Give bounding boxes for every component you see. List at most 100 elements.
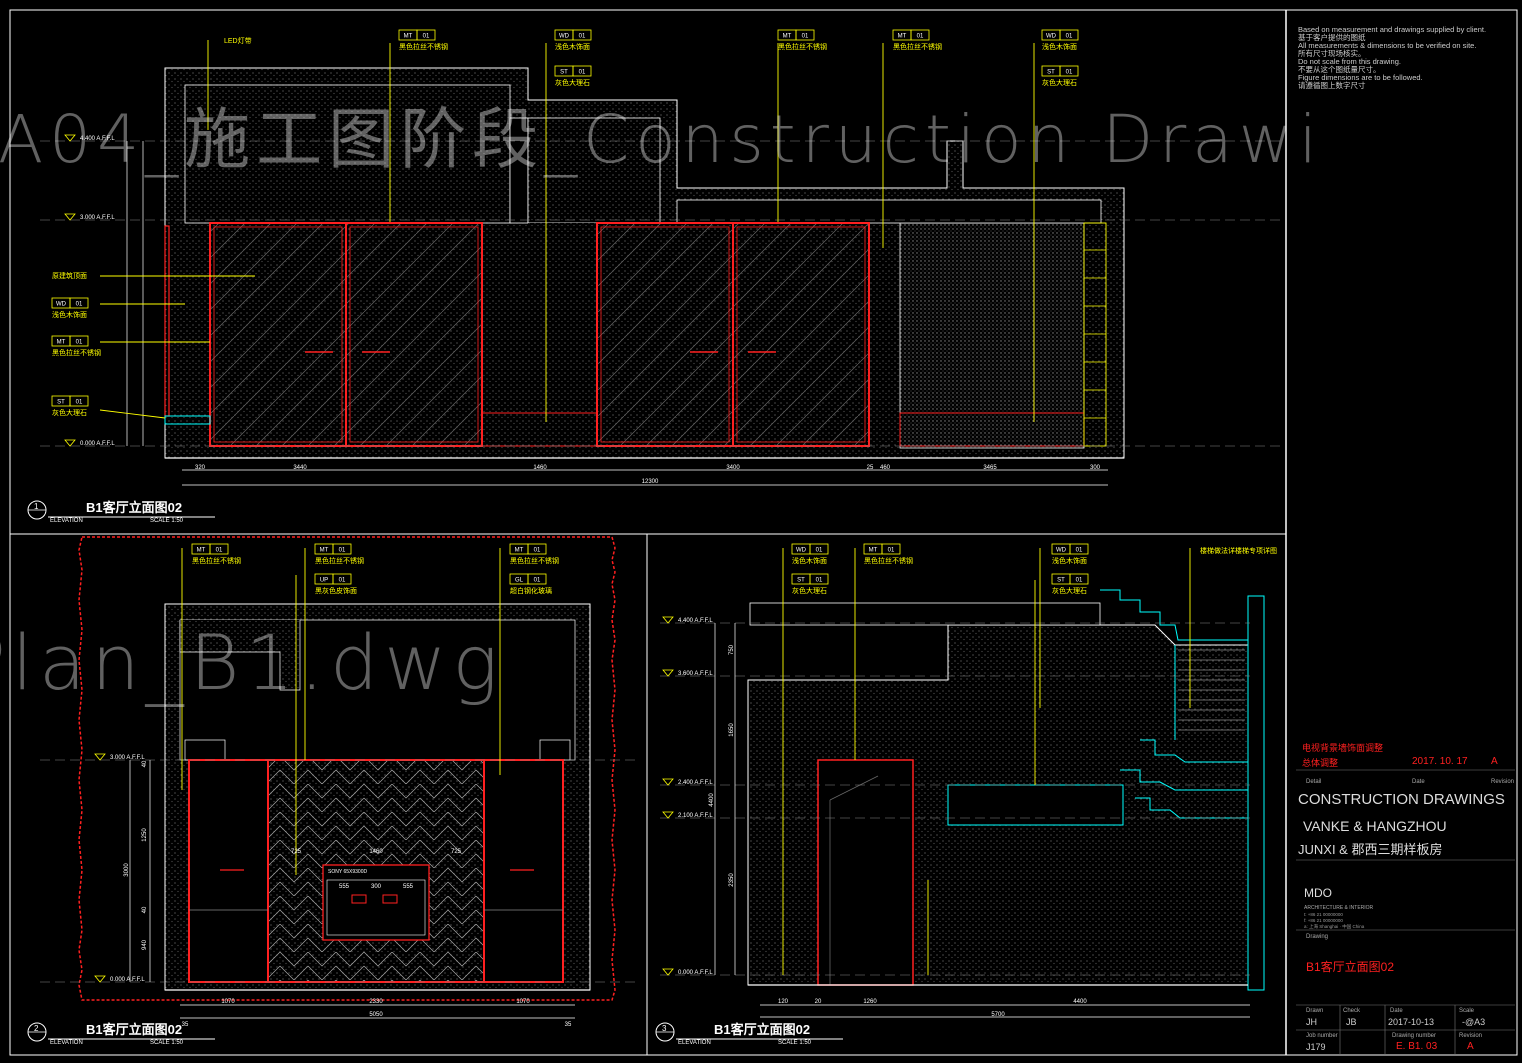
dwgno-value: E. B1. 03: [1396, 1041, 1438, 1052]
note-line: 所有尺寸现场核实。: [1298, 49, 1366, 58]
material-tag-box: [809, 573, 829, 585]
project-line-2: JUNXI & 郡西三期样板房: [1298, 842, 1443, 857]
dimension-text: 25: [867, 465, 874, 471]
dimension-text: 1460: [369, 849, 383, 855]
dimension-text: 2330: [369, 999, 383, 1005]
view-sub-2: ELEVATION: [50, 1040, 83, 1046]
material-label: 灰色大理石: [1052, 586, 1087, 595]
firm-name: MDO: [1304, 886, 1332, 900]
level-marker: [662, 669, 674, 677]
project-line-1: VANKE & HANGZHOU: [1303, 818, 1447, 834]
material-number: 01: [339, 548, 346, 554]
material-tag-box: [795, 29, 815, 41]
material-code: ST: [560, 70, 568, 76]
dimension-text: 4400: [1073, 999, 1087, 1005]
view-num-2: 2: [34, 1024, 39, 1033]
view-title-3: B1客厅立面图02: [714, 1022, 811, 1037]
dimension-text: 3400: [726, 465, 740, 471]
material-code: WD: [1056, 548, 1067, 554]
material-label: 浅色木饰面: [52, 310, 87, 319]
view-sub-1: ELEVATION: [50, 518, 83, 524]
note-line: 不要从这个图纸量尺寸。: [1298, 65, 1381, 74]
material-number: 01: [534, 578, 541, 584]
stair-note: 楼梯做法详楼梯专项详图: [1200, 546, 1277, 555]
material-tag-box: [69, 297, 89, 309]
material-code: MT: [320, 548, 329, 554]
material-label: 黑色拉丝不锈钢: [315, 556, 364, 565]
material-code: WD: [56, 302, 67, 308]
level-label: 0.000 A.F.F.L: [80, 441, 115, 447]
rev-value: A: [1467, 1041, 1474, 1052]
material-tag-box: [69, 395, 89, 407]
material-number: 01: [76, 400, 83, 406]
material-label: 浅色木饰面: [792, 556, 827, 565]
material-code: ST: [57, 400, 65, 406]
material-tag-box: [881, 543, 901, 555]
revision-line-2: 总体调整: [1302, 758, 1339, 768]
note-line: All measurements & dimensions to be veri…: [1298, 41, 1477, 50]
dimension-total: 12300: [642, 479, 659, 485]
level-marker: [64, 439, 76, 447]
view-scale-3: SCALE 1:50: [778, 1040, 812, 1046]
material-code: MT: [783, 34, 792, 40]
material-number: 01: [1076, 548, 1083, 554]
dimension-text: 750: [729, 644, 735, 655]
note-line: 请遵循图上数字尺寸: [1298, 81, 1366, 90]
material-number: 01: [917, 34, 924, 40]
job-value: J179: [1306, 1042, 1326, 1052]
rev-label: Revision: [1459, 1033, 1483, 1039]
material-code: WD: [796, 548, 807, 554]
dimension-text: 1260: [863, 999, 877, 1005]
material-label: 灰色大理石: [1042, 78, 1077, 87]
material-label: 浅色木饰面: [555, 42, 590, 51]
note-line: Based on measurement and drawings suppli…: [1298, 25, 1487, 34]
view-title-1: B1客厅立面图02: [86, 500, 183, 515]
level-marker: [64, 134, 76, 142]
material-number: 01: [579, 70, 586, 76]
dimension-text: 1070: [516, 999, 530, 1005]
scale-label: Scale: [1459, 1008, 1475, 1014]
material-label: 黑色拉丝不锈钢: [510, 556, 559, 565]
material-code: MT: [197, 548, 206, 554]
revision-line-1: 电视背景墙饰面调整: [1302, 743, 1384, 753]
dimension-text: 2350: [729, 873, 735, 887]
material-tag-box: [416, 29, 436, 41]
job-label: Job number: [1306, 1033, 1338, 1039]
material-number: 01: [216, 548, 223, 554]
material-tag-box: [1069, 573, 1089, 585]
drawing-name: B1客厅立面图02: [1306, 960, 1395, 974]
firm-line: f: +86 21 00000000: [1304, 918, 1343, 923]
dimension-text: 40: [142, 760, 148, 767]
view-scale-1: SCALE 1:50: [150, 518, 184, 524]
material-code: MT: [515, 548, 524, 554]
firm-line: t: +86 21 00000000: [1304, 912, 1343, 917]
revision-letter: A: [1491, 756, 1498, 767]
material-label: 黑色拉丝不锈钢: [192, 556, 241, 565]
col-revision: Revision: [1491, 779, 1515, 785]
dimension-text: 4400: [709, 793, 715, 807]
dimension-text: 725: [451, 849, 462, 855]
material-number: 01: [1066, 34, 1073, 40]
dimension-text: 3440: [293, 465, 307, 471]
dimension-text: 725: [291, 849, 302, 855]
material-number: 01: [816, 578, 823, 584]
date-value: 2017-10-13: [1388, 1017, 1435, 1027]
material-number: 01: [1076, 578, 1083, 584]
level-label: 3.600 A.F.F.L: [678, 671, 713, 677]
dimension-text: 35: [565, 1022, 572, 1028]
dimension-text: 1250: [142, 828, 148, 842]
dimension-text: 35: [182, 1022, 189, 1028]
material-label: 灰色大理石: [52, 408, 87, 417]
scale-value: -@A3: [1462, 1017, 1486, 1027]
material-label: 黑色拉丝不锈钢: [893, 42, 942, 51]
firm-sub: ARCHITECTURE & INTERIOR: [1304, 905, 1374, 911]
dwgno-label: Drawing number: [1392, 1033, 1437, 1039]
material-code: MT: [898, 34, 907, 40]
level-marker: [662, 778, 674, 786]
material-tag-box: [572, 65, 592, 77]
material-tag-box: [527, 573, 547, 585]
dimension-text: 20: [815, 999, 822, 1005]
view-title-2: B1客厅立面图02: [86, 1022, 183, 1037]
view-num-3: 3: [662, 1024, 667, 1033]
dimension-text: 3465: [983, 465, 997, 471]
